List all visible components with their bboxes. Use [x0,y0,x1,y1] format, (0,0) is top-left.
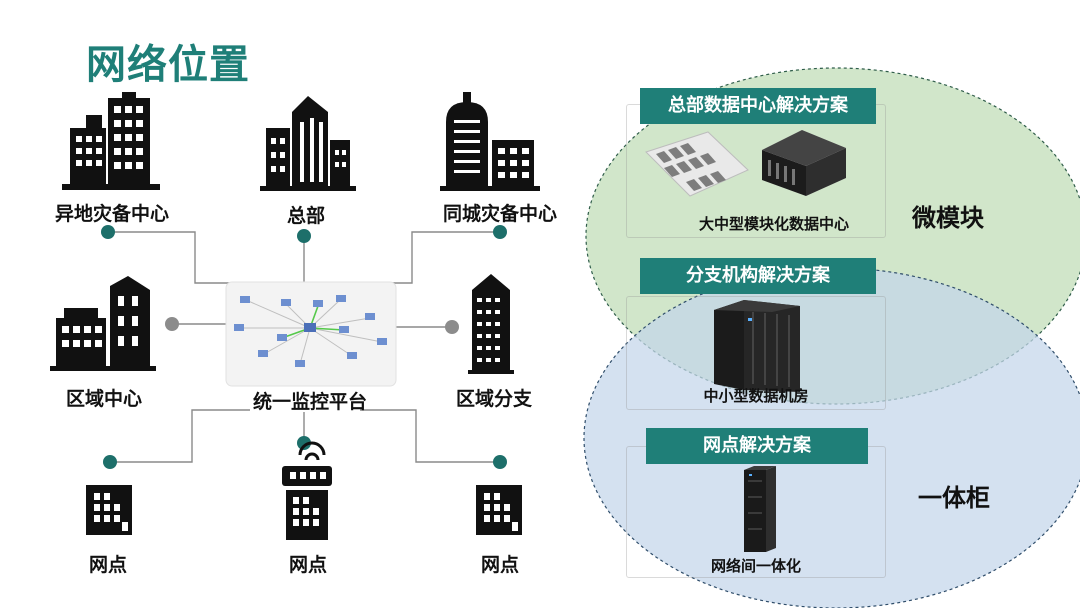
hq-solution-caption: 大中型模块化数据中心 [698,215,850,233]
connector-dot [297,229,311,243]
platform-label: 统一监控平台 [252,391,368,413]
building-windows [76,106,143,169]
outlet-solution-banner: 网点解决方案 [646,428,868,464]
outlet-solution-caption: 网络间一体化 [710,557,802,575]
modular-datacenter-graphic [645,130,846,197]
hq-solution-banner: 总部数据中心解决方案 [640,88,876,124]
building-icon-outlet-mid [282,441,332,540]
branch-solution-panel [626,296,886,410]
building-windows [477,298,500,362]
building-icon-regional-center [50,276,156,371]
building-windows [454,120,529,178]
same-city-dr-label: 同城灾备中心 [442,203,558,225]
building-icon-hq [260,96,356,191]
connector-dot [101,225,115,239]
remote-dr-label: 异地灾备中心 [54,203,170,225]
regional-branch-label: 区域分支 [455,388,533,410]
connector-dot [103,455,117,469]
server-room-graphic [714,300,800,392]
integrated-cabinet-label: 一体柜 [918,484,990,512]
building-icon-outlet-right [476,485,522,535]
connector-dot [493,455,507,469]
micro-module-label: 微模块 [912,204,984,232]
platform-network-graphic [225,281,397,387]
outlet-left-label: 网点 [88,554,128,576]
building-windows [271,118,346,182]
branch-solution-banner: 分支机构解决方案 [640,258,876,294]
page-title: 网络位置 [86,42,250,88]
connector-dot [297,436,311,450]
connector-dot [445,320,459,334]
outlet-right-label: 网点 [480,554,520,576]
integrated-cabinet-graphic [744,466,776,552]
connector-dot [493,225,507,239]
regional-center-label: 区域中心 [65,388,143,410]
building-icon-outlet-left [86,485,132,535]
hq-label: 总部 [286,205,326,227]
branch-solution-caption: 中小型数据机房 [703,387,809,405]
connector-dot [165,317,179,331]
building-windows [62,296,138,347]
outlet-mid-label: 网点 [288,554,328,576]
